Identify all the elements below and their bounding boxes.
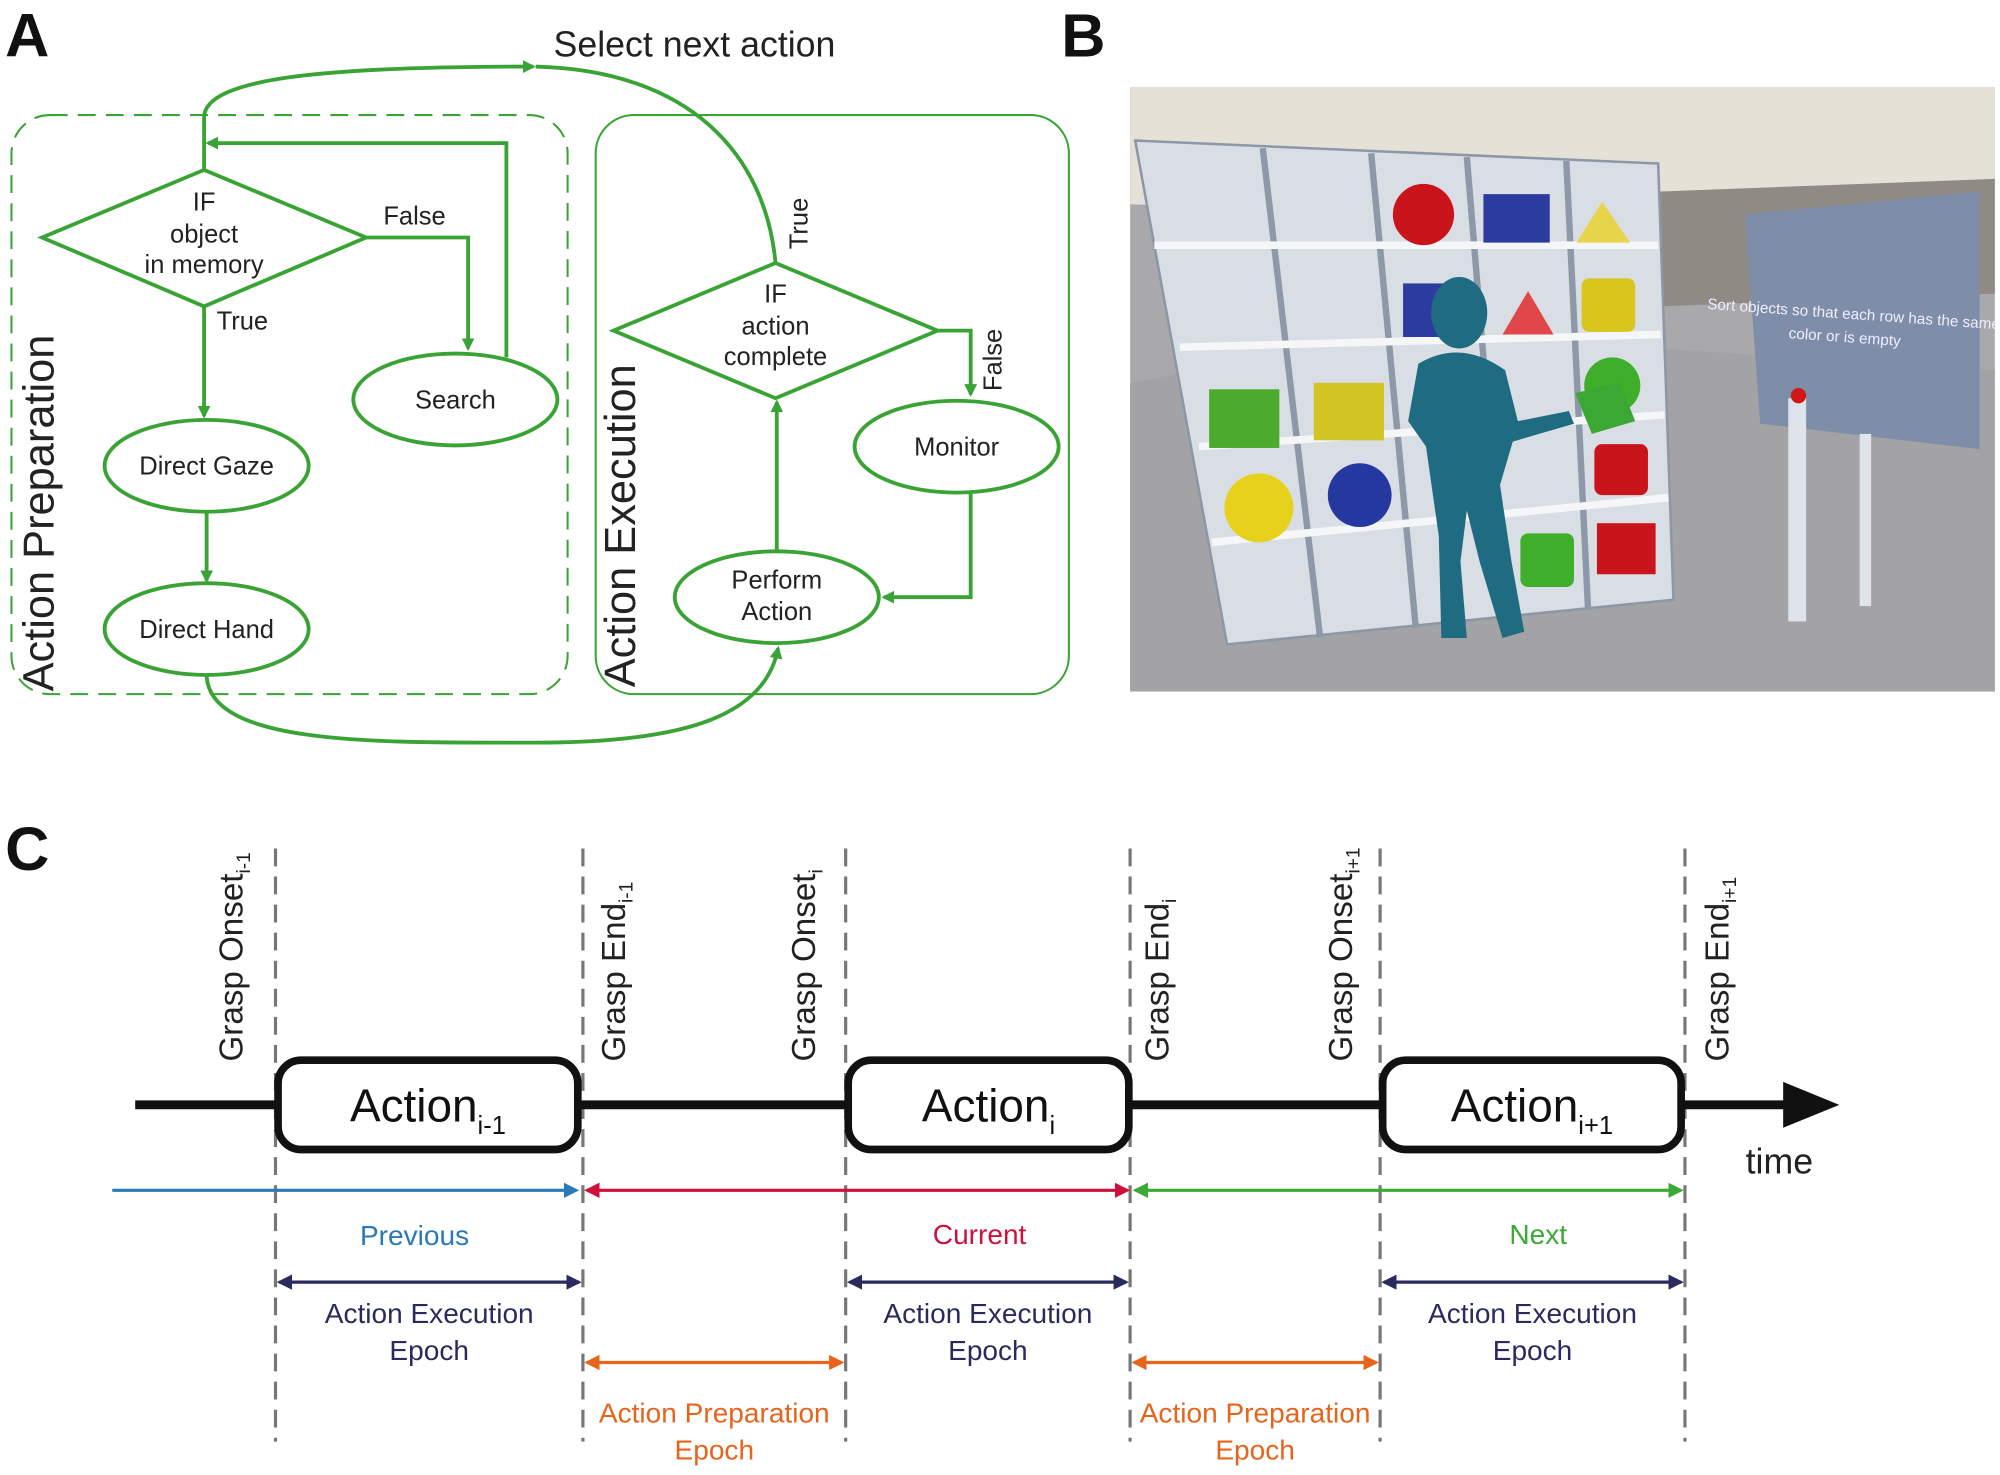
- monitor-node: [852, 398, 1061, 495]
- action-box: [274, 1056, 582, 1154]
- false-label: False: [383, 203, 445, 231]
- preparation-epoch-label: Epoch: [1215, 1434, 1295, 1465]
- execution-epoch-label: Action Execution: [883, 1298, 1092, 1329]
- panel-label-a: A: [5, 1, 49, 69]
- monitor-text: Monitor: [914, 434, 1000, 462]
- perform-action-text: Action: [741, 598, 812, 626]
- panel-a-flowchart: A Select next action Action Preparation …: [5, 1, 1070, 745]
- execution-epoch-label: Action Execution: [1428, 1298, 1637, 1329]
- decision-text: action: [741, 312, 809, 340]
- hand-to-perform-arrow: [204, 645, 783, 745]
- panel-label-b: B: [1061, 1, 1105, 69]
- search-text: Search: [415, 386, 496, 414]
- select-next-arrow-from-memory: [202, 60, 536, 170]
- current-label: Current: [933, 1219, 1027, 1250]
- scene-render: Sort objects so that each row has the sa…: [1130, 86, 1995, 692]
- action-box: [1378, 1056, 1685, 1154]
- avatar-figure: [1408, 277, 1574, 639]
- action-execution-title: Action Execution: [597, 364, 645, 687]
- false-arrow-monitor: [937, 328, 978, 397]
- grasp-event-label: Grasp Endi+1: [1699, 877, 1741, 1062]
- perform-action-text: Perform: [731, 566, 822, 594]
- preparation-epoch-label: Action Preparation: [1140, 1397, 1371, 1428]
- action-label: Actioni-1: [350, 1079, 506, 1140]
- decision-text: in memory: [145, 251, 264, 279]
- direct-gaze-node: [102, 417, 311, 514]
- true-label: True: [785, 198, 813, 250]
- true-label: True: [217, 307, 269, 335]
- decision-text: object: [170, 221, 238, 249]
- direct-gaze-text: Direct Gaze: [139, 453, 274, 481]
- action-box: [844, 1056, 1133, 1154]
- panel-c-timeline: C Grasp Onseti-1 Grasp Endi-1 Grasp Onseti…: [5, 815, 1840, 1465]
- execution-epoch-label: Action Execution: [325, 1298, 534, 1329]
- decision-action-complete: [608, 260, 943, 401]
- direct-hand-node: [102, 581, 311, 677]
- action-label: Actioni+1: [1451, 1079, 1613, 1140]
- perform-action-node: [672, 549, 881, 646]
- action-execution-box: [594, 114, 1070, 696]
- decision-text: complete: [724, 343, 827, 371]
- previous-label: Previous: [360, 1220, 469, 1251]
- grasp-event-label: Grasp Onseti+1: [1323, 847, 1365, 1061]
- direct-hand-text: Direct Hand: [139, 616, 274, 644]
- action-label: Actioni: [922, 1079, 1055, 1140]
- grasp-event-label: Grasp Onseti-1: [213, 852, 255, 1061]
- search-node: [351, 351, 560, 448]
- grasp-event-label: Grasp Onseti: [786, 869, 828, 1061]
- execution-epoch-label: Epoch: [1493, 1335, 1573, 1366]
- false-arrow-search: [366, 235, 475, 352]
- instruction-sign: [1744, 191, 1980, 450]
- decision-text: IF: [193, 189, 216, 217]
- select-next-arrow-from-complete: [535, 64, 778, 264]
- decision-text: IF: [764, 281, 787, 309]
- panel-b-vr-scene: B: [1061, 1, 1995, 692]
- search-loop-arrow: [205, 136, 509, 358]
- select-next-action-label: Select next action: [554, 24, 836, 64]
- preparation-epoch-label: Action Preparation: [599, 1397, 830, 1428]
- false-label: False: [979, 329, 1007, 391]
- monitor-to-perform-arrow: [881, 493, 973, 604]
- next-label: Next: [1509, 1219, 1567, 1250]
- execution-epoch-label: Epoch: [389, 1335, 469, 1366]
- grasp-event-label: Grasp Endi-1: [596, 882, 638, 1062]
- decision-object-in-memory: [37, 167, 371, 309]
- time-label: time: [1746, 1142, 1813, 1182]
- preparation-epoch-label: Epoch: [675, 1434, 755, 1465]
- timeline-arrowhead: [1783, 1081, 1840, 1128]
- execution-epoch-label: Epoch: [948, 1335, 1028, 1366]
- action-preparation-title: Action Preparation: [16, 335, 64, 692]
- action-preparation-box: [10, 114, 569, 696]
- grasp-event-label: Grasp Endi: [1139, 899, 1181, 1062]
- panel-label-c: C: [5, 815, 49, 883]
